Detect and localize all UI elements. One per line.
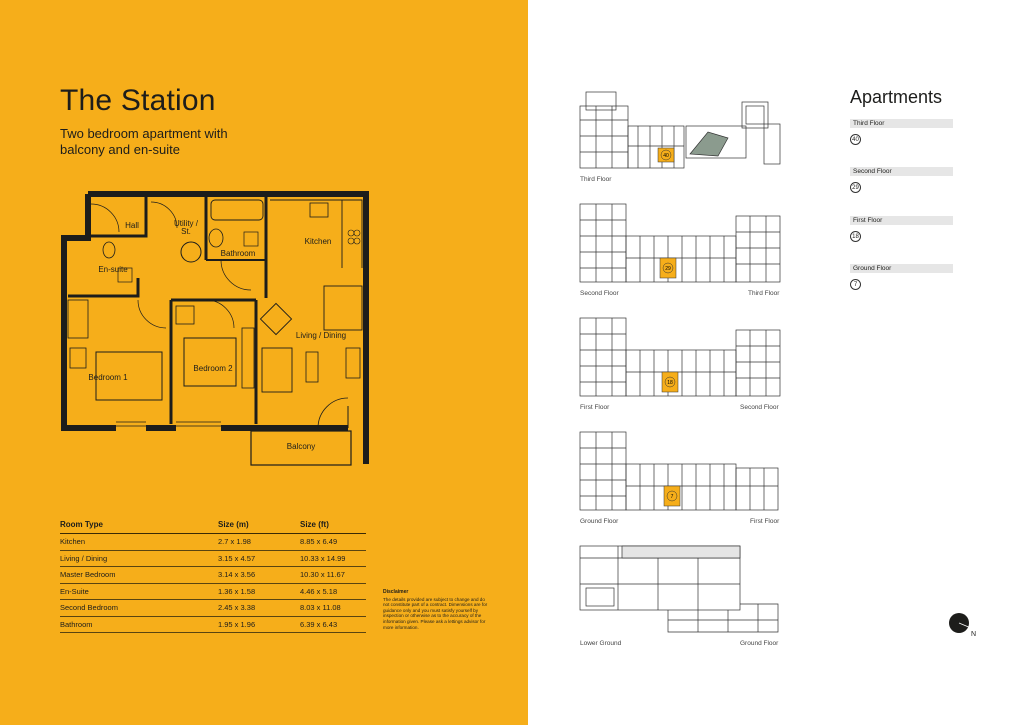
apartment-number-badge: 18 [850,231,861,242]
room-size-ft: 6.39 x 6.43 [300,619,338,629]
floorplan-drawing: 29 [579,203,781,283]
label-bedroom-2: Bedroom 2 [193,364,233,373]
north-compass-icon: N [949,613,976,638]
label-kitchen: Kitchen [305,237,332,246]
apartment-key-first-floor: First Floor 18 [850,216,953,242]
table-header: Room Type Size (m) Size (ft) [60,516,366,534]
floorplan-second-floor: 29 Second Floor Third Floor [578,202,784,297]
label-bedroom-1: Bedroom 1 [88,373,128,382]
floorplan-label-left: First Floor [580,404,610,411]
apartments-title: Apartments [850,87,943,107]
room-size-table: Room Type Size (m) Size (ft) Kitchen 2.7… [60,516,366,633]
floorplan-first-floor: 18 First Floor Second Floor [578,316,784,411]
floorplan-ground-floor: 7 Ground Floor First Floor [578,430,784,525]
floorplan-drawing: 18 [579,317,781,397]
apartment-floor-label: Ground Floor [850,264,953,273]
room-size-m: 1.95 x 1.96 [218,619,256,629]
room-size-m: 2.7 x 1.98 [218,537,251,547]
floorplan-label-left: Second Floor [580,290,619,297]
room-size-ft: 10.33 x 14.99 [300,553,346,563]
apartment-floor-label: Second Floor [850,167,953,176]
room-name: Bathroom [60,619,93,629]
apartment-key-third-floor: Third Floor 40 [850,119,953,145]
floorplan-marker: 18 [667,380,673,386]
room-size-m: 1.36 x 1.58 [218,586,256,596]
floorplan-marker: 40 [663,153,669,159]
room-size-m: 2.45 x 3.38 [218,603,256,613]
floorplan-label-right: Third Floor [748,290,780,297]
disclaimer-heading: Disclaimer [383,589,409,595]
label-balcony: Balcony [287,442,315,451]
floorplan-marker: 7 [671,494,674,500]
floorplan-drawing: 7 [579,431,779,511]
disclaimer: Disclaimer The details provided are subj… [383,589,489,630]
floorplan-label-right: First Floor [750,518,780,525]
table-row: Kitchen 2.7 x 1.98 8.85 x 6.49 [60,534,366,551]
room-size-ft: 4.46 x 5.18 [300,586,338,596]
room-size-m: 3.14 x 3.56 [218,570,256,580]
floorplan-drawing: 40 [579,91,781,169]
page-title: The Station [60,84,216,117]
room-name: Master Bedroom [60,570,116,580]
floorplan-label-left: Ground Floor [580,518,619,525]
header-size-m: Size (m) [218,520,249,529]
floorplan-label-left: Third Floor [580,176,612,183]
apartment-floorplan: Hall Utility / St. Bathroom Kitchen En-s… [61,191,369,466]
apartment-number-badge: 7 [850,279,861,290]
label-living: Living / Dining [296,331,346,340]
floorplan-third-floor: 40 Third Floor [578,90,784,183]
left-panel [0,0,528,725]
label-bathroom: Bathroom [221,249,256,258]
room-size-ft: 8.85 x 6.49 [300,537,338,547]
room-size-m: 3.15 x 4.57 [218,553,256,563]
header-room-type: Room Type [60,520,103,529]
room-name: Second Bedroom [60,603,118,613]
disclaimer-text: The details provided are subject to chan… [383,596,488,630]
table-row: Master Bedroom 3.14 x 3.56 10.30 x 11.67 [60,567,366,584]
table-row: Living / Dining 3.15 x 4.57 10.33 x 14.9… [60,551,366,567]
floorplan-label-left: Lower Ground [580,640,622,647]
compass-label: N [971,631,976,638]
table-row: En-Suite 1.36 x 1.58 4.46 x 5.18 [60,584,366,600]
label-hall: Hall [125,221,139,230]
page-subtitle: Two bedroom apartment with balcony and e… [60,126,228,157]
floorplan-label-right: Second Floor [740,404,779,411]
room-name: Living / Dining [60,553,108,563]
label-utility: Utility / [174,219,199,228]
label-utility-st: St. [181,227,191,236]
apartment-floor-label: Third Floor [850,119,953,128]
apartment-key-second-floor: Second Floor 29 [850,167,953,193]
apartment-number-badge: 29 [850,182,861,193]
apartment-key-ground-floor: Ground Floor 7 [850,264,953,290]
apartment-floor-label: First Floor [850,216,953,225]
floorplan-lower-ground: Lower Ground Ground Floor [578,544,784,647]
room-name: Kitchen [60,537,86,547]
floorplan-drawing [579,545,779,633]
room-size-ft: 10.30 x 11.67 [300,570,345,580]
apartment-number-badge: 40 [850,134,861,145]
table-row: Bathroom 1.95 x 1.96 6.39 x 6.43 [60,617,366,633]
floorplan-label-right: Ground Floor [740,640,779,647]
room-name: En-Suite [60,586,89,596]
floorplan-marker: 29 [665,266,671,272]
header-size-ft: Size (ft) [300,520,329,529]
table-row: Second Bedroom 2.45 x 3.38 8.03 x 11.08 [60,600,366,617]
label-ensuite: En-suite [98,265,128,274]
room-size-ft: 8.03 x 11.08 [300,603,341,613]
